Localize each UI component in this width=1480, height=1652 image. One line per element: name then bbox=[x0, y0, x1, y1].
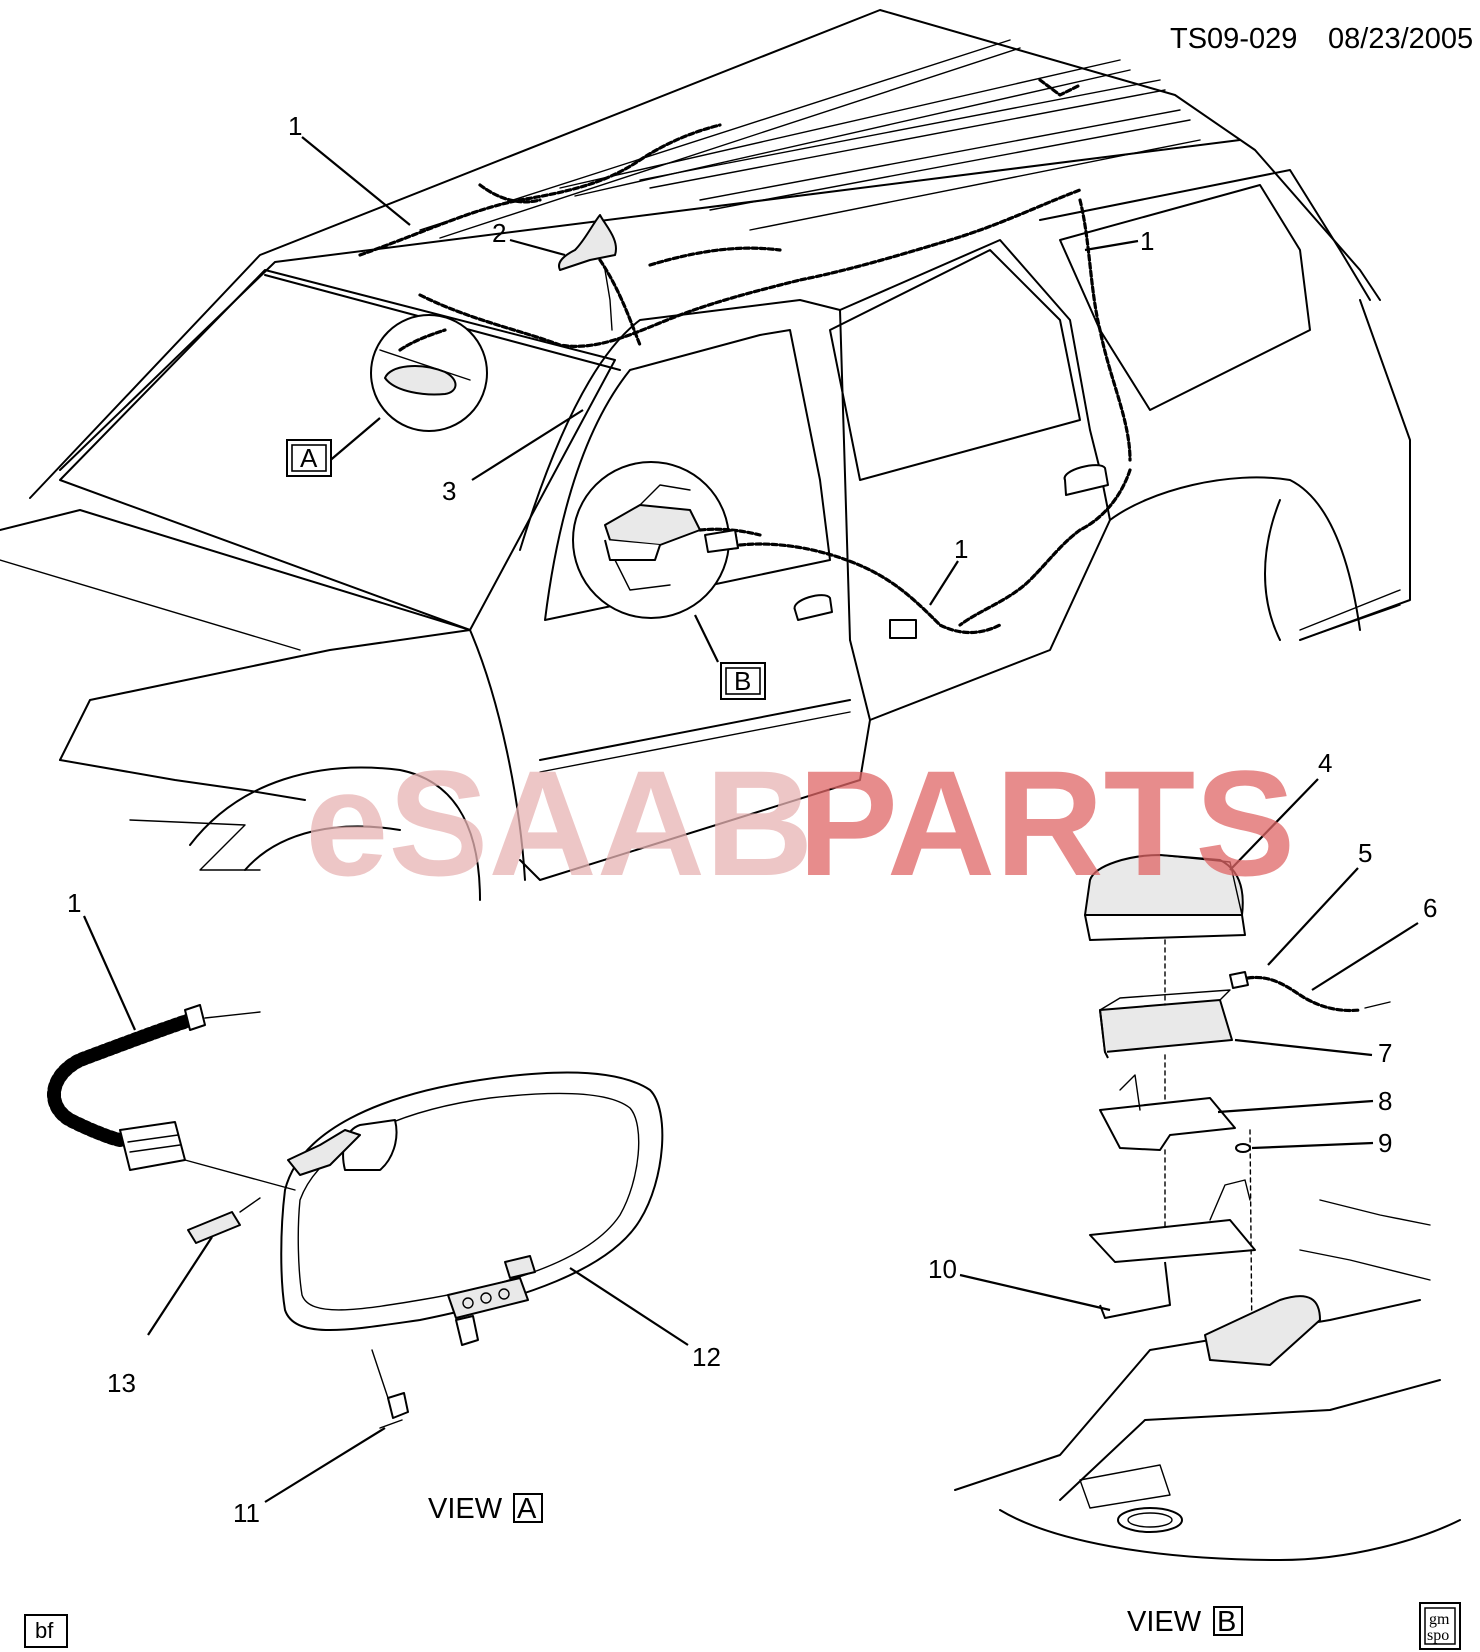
antenna-harness-main bbox=[358, 78, 1132, 635]
svg-text:bf: bf bbox=[35, 1618, 54, 1643]
floor-pan bbox=[954, 1199, 1461, 1561]
document-id: TS09-029 bbox=[1170, 23, 1297, 55]
callout-2: 2 bbox=[492, 218, 506, 248]
callout-8: 8 bbox=[1378, 1086, 1392, 1116]
svg-text:gm: gm bbox=[1429, 1611, 1450, 1628]
callout-11: 11 bbox=[233, 1498, 260, 1528]
leader-lines bbox=[82, 136, 1419, 1503]
detail-circle-a bbox=[370, 314, 488, 432]
svg-text:spo: spo bbox=[1427, 1627, 1449, 1644]
module-stack bbox=[1084, 854, 1256, 1346]
mirror-screw bbox=[371, 1349, 409, 1429]
callout-1-door-harness: 1 bbox=[954, 534, 968, 564]
mirror-assembly bbox=[280, 1071, 664, 1346]
detail-label-b: B bbox=[720, 662, 766, 700]
svg-text:B: B bbox=[1217, 1606, 1236, 1638]
document-date: 08/23/2005 bbox=[1328, 23, 1473, 55]
watermark-prefix: eSAAB bbox=[305, 739, 813, 907]
callout-12: 12 bbox=[692, 1342, 721, 1372]
svg-text:B: B bbox=[734, 666, 751, 696]
callout-13: 13 bbox=[107, 1368, 136, 1398]
callout-7: 7 bbox=[1378, 1038, 1392, 1068]
vehicle-body bbox=[0, 9, 1411, 901]
module-lead bbox=[1229, 971, 1391, 1013]
callout-4: 4 bbox=[1318, 748, 1332, 778]
callout-1-mirror-cable: 1 bbox=[67, 888, 81, 918]
esaabparts-watermark: eSAAB PARTS bbox=[305, 739, 1295, 907]
detail-label-a: A bbox=[286, 439, 332, 477]
watermark-suffix: PARTS bbox=[798, 739, 1295, 907]
detail-circle-b bbox=[572, 461, 762, 619]
callout-5: 5 bbox=[1358, 838, 1372, 868]
callout-6: 6 bbox=[1423, 893, 1437, 923]
callout-3: 3 bbox=[442, 476, 456, 506]
svg-text:VIEW: VIEW bbox=[1127, 1606, 1202, 1638]
roof-antenna bbox=[558, 214, 617, 331]
svg-text:VIEW: VIEW bbox=[428, 1493, 503, 1525]
mirror-clip bbox=[187, 1211, 241, 1244]
mirror-cable bbox=[47, 1004, 296, 1191]
view-b-label: VIEW B bbox=[1127, 1606, 1243, 1638]
body-connector bbox=[889, 619, 917, 639]
callout-10: 10 bbox=[928, 1254, 957, 1284]
gm-spo-logo: gm spo bbox=[1419, 1602, 1461, 1650]
view-a-label: VIEW A bbox=[428, 1493, 543, 1525]
svg-text:A: A bbox=[300, 443, 318, 473]
callout-9: 9 bbox=[1378, 1128, 1392, 1158]
callout-1-rear-harness: 1 bbox=[1140, 226, 1154, 256]
svg-text:A: A bbox=[517, 1493, 537, 1525]
footer-initials: bf bbox=[24, 1614, 68, 1648]
callout-1-roof-harness: 1 bbox=[288, 111, 302, 141]
